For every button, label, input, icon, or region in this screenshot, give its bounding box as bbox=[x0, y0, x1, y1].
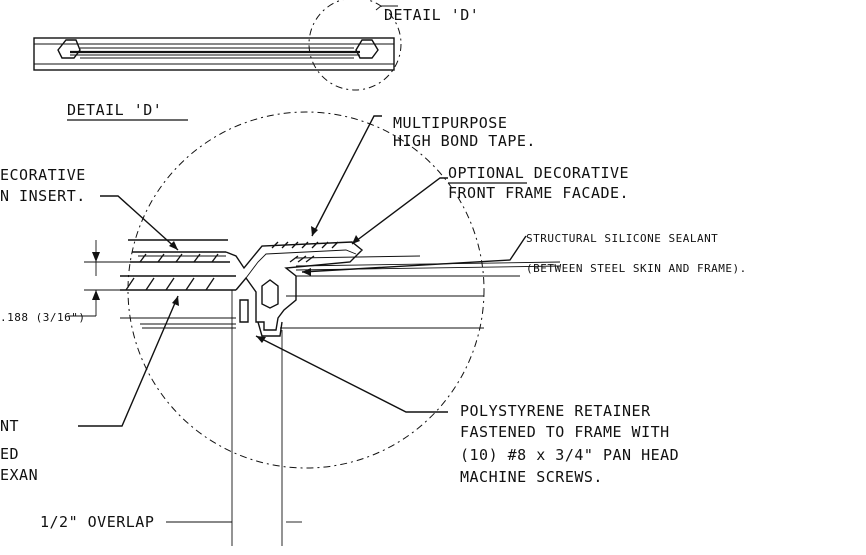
dimension-label: .188 (3/16") bbox=[0, 311, 85, 324]
insert-label-line1: ECORATIVE bbox=[0, 166, 86, 184]
facade-label-line2: FRONT FRAME FACADE. bbox=[448, 184, 629, 202]
tape-hatching bbox=[271, 241, 339, 263]
tape-label-line2: HIGH BOND TAPE. bbox=[393, 132, 536, 150]
retainer-label-line2: FASTENED TO FRAME WITH bbox=[460, 423, 670, 441]
left-label-line1: NT bbox=[0, 417, 19, 435]
retainer-label-line3: (10) #8 x 3/4" PAN HEAD bbox=[460, 446, 679, 464]
detail-d-callout-label: DETAIL 'D' bbox=[384, 6, 479, 24]
tape-label-line1: MULTIPURPOSE bbox=[393, 114, 507, 132]
left-label-line2: ED bbox=[0, 445, 19, 463]
enlarged-section bbox=[120, 239, 561, 337]
detail-d-callout-circle bbox=[308, 0, 402, 91]
retainer-label-line1: POLYSTYRENE RETAINER bbox=[460, 402, 651, 420]
retainer-label-line4: MACHINE SCREWS. bbox=[460, 468, 603, 486]
facade-optional-label: OPTIONAL DECORATIVE bbox=[448, 164, 629, 182]
detail-d-circle bbox=[127, 111, 485, 469]
leader-lines bbox=[68, 115, 527, 546]
sealant-label-line2: (BETWEEN STEEL SKIN AND FRAME). bbox=[526, 262, 747, 275]
detail-title: DETAIL 'D' bbox=[67, 101, 162, 119]
left-label-line3: EXAN bbox=[0, 466, 38, 484]
panel-hatching bbox=[125, 253, 219, 291]
overlap-label: 1/2" OVERLAP bbox=[40, 513, 154, 531]
door-section-overview bbox=[33, 37, 395, 71]
insert-label-line2: N INSERT. bbox=[0, 187, 86, 205]
sealant-label-line1: STRUCTURAL SILICONE SEALANT bbox=[526, 232, 718, 245]
